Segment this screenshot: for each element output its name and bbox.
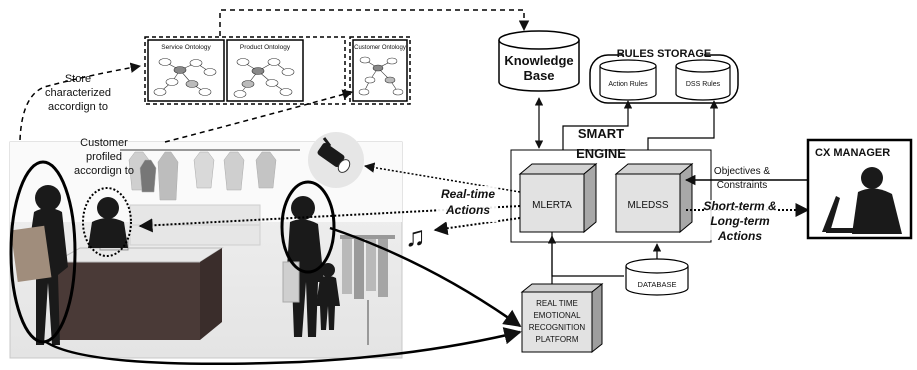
engine-label-2: ENGINE	[576, 146, 626, 161]
product-ontology-label: Product Ontology	[240, 44, 291, 51]
customer-ontology-label: Customer Ontology	[354, 45, 406, 51]
customer-to-ontology-arrow	[164, 89, 354, 143]
smart-engine: SMART ENGINE MLERTA MLEDSS	[510, 126, 712, 243]
realtime-label-2: Actions	[445, 203, 490, 217]
store-label-3: accordign to	[48, 101, 108, 113]
realtime-to-clerk-arrow	[138, 205, 521, 233]
shopper-highlight	[9, 160, 77, 344]
kb-label-1: Knowledge	[504, 53, 573, 68]
rules-storage: RULES STORAGE Action Rules DSS Rules	[589, 46, 739, 104]
realtime-label-1: Real-time	[441, 187, 495, 201]
counter	[53, 237, 224, 340]
action-rules-arrow	[558, 100, 633, 173]
shortterm-label-1: Short-term &	[703, 199, 776, 213]
ontology-graph-customer	[358, 56, 404, 96]
customer-label-2: profiled	[86, 151, 122, 163]
engine-label-1: SMART	[578, 126, 624, 141]
shopping-bag	[10, 225, 52, 282]
service-ontology-label: Service Ontology	[161, 44, 211, 51]
objectives-label-2: Constraints	[717, 180, 768, 191]
clerk-highlight	[82, 187, 132, 257]
objectives-label-1: Objectives &	[714, 166, 770, 177]
ontology-graph-service	[153, 58, 217, 96]
database-label: DATABASE	[638, 280, 677, 289]
shortterm-label-2: Long-term	[710, 214, 770, 228]
mlerta-label: MLERTA	[532, 200, 572, 211]
family-highlight	[280, 180, 336, 274]
ontology-graph-product	[233, 58, 295, 98]
family-silhouette	[286, 196, 340, 337]
recognition-platform: REAL TIME EMOTIONAL RECOGNITION PLATFORM	[520, 282, 604, 354]
clerk-silhouette	[88, 197, 128, 248]
shortterm-label-3: Actions	[717, 229, 762, 243]
clothes-rack	[128, 151, 277, 201]
spotlight-icon	[308, 132, 364, 188]
knowledge-base: Knowledge Base	[498, 30, 580, 92]
shopper-to-platform-arrow	[45, 327, 522, 366]
ontology-group: Service Ontology Product Ontology Custom…	[144, 36, 411, 105]
customer-label-3: accordign to	[74, 165, 134, 177]
cx-manager: CX MANAGER	[806, 138, 913, 240]
customer-label-1: Customer	[80, 137, 128, 149]
mledss-label: MLEDSS	[627, 200, 668, 211]
store-to-ontology-arrow	[19, 62, 142, 141]
platform-label-4: PLATFORM	[536, 335, 579, 344]
dss-rules-label: DSS Rules	[686, 81, 721, 88]
platform-label-2: EMOTIONAL	[533, 311, 581, 320]
family-to-platform-arrow	[329, 226, 522, 328]
manager-silhouette	[822, 167, 902, 234]
music-icon: ♫	[405, 221, 426, 252]
rules-storage-title: RULES STORAGE	[617, 48, 712, 60]
action-rules-label: Action Rules	[608, 81, 648, 88]
platform-label-1: REAL TIME	[536, 299, 578, 308]
kb-label-2: Base	[523, 68, 554, 83]
platform-label-3: RECOGNITION	[529, 323, 586, 332]
database: DATABASE	[625, 258, 689, 296]
store-label-2: characterized	[45, 87, 111, 99]
ontology-to-kb-arrow	[219, 9, 530, 36]
cx-manager-label: CX MANAGER	[815, 147, 890, 159]
store-label-1: Store	[65, 73, 91, 85]
side-rack	[340, 235, 395, 345]
